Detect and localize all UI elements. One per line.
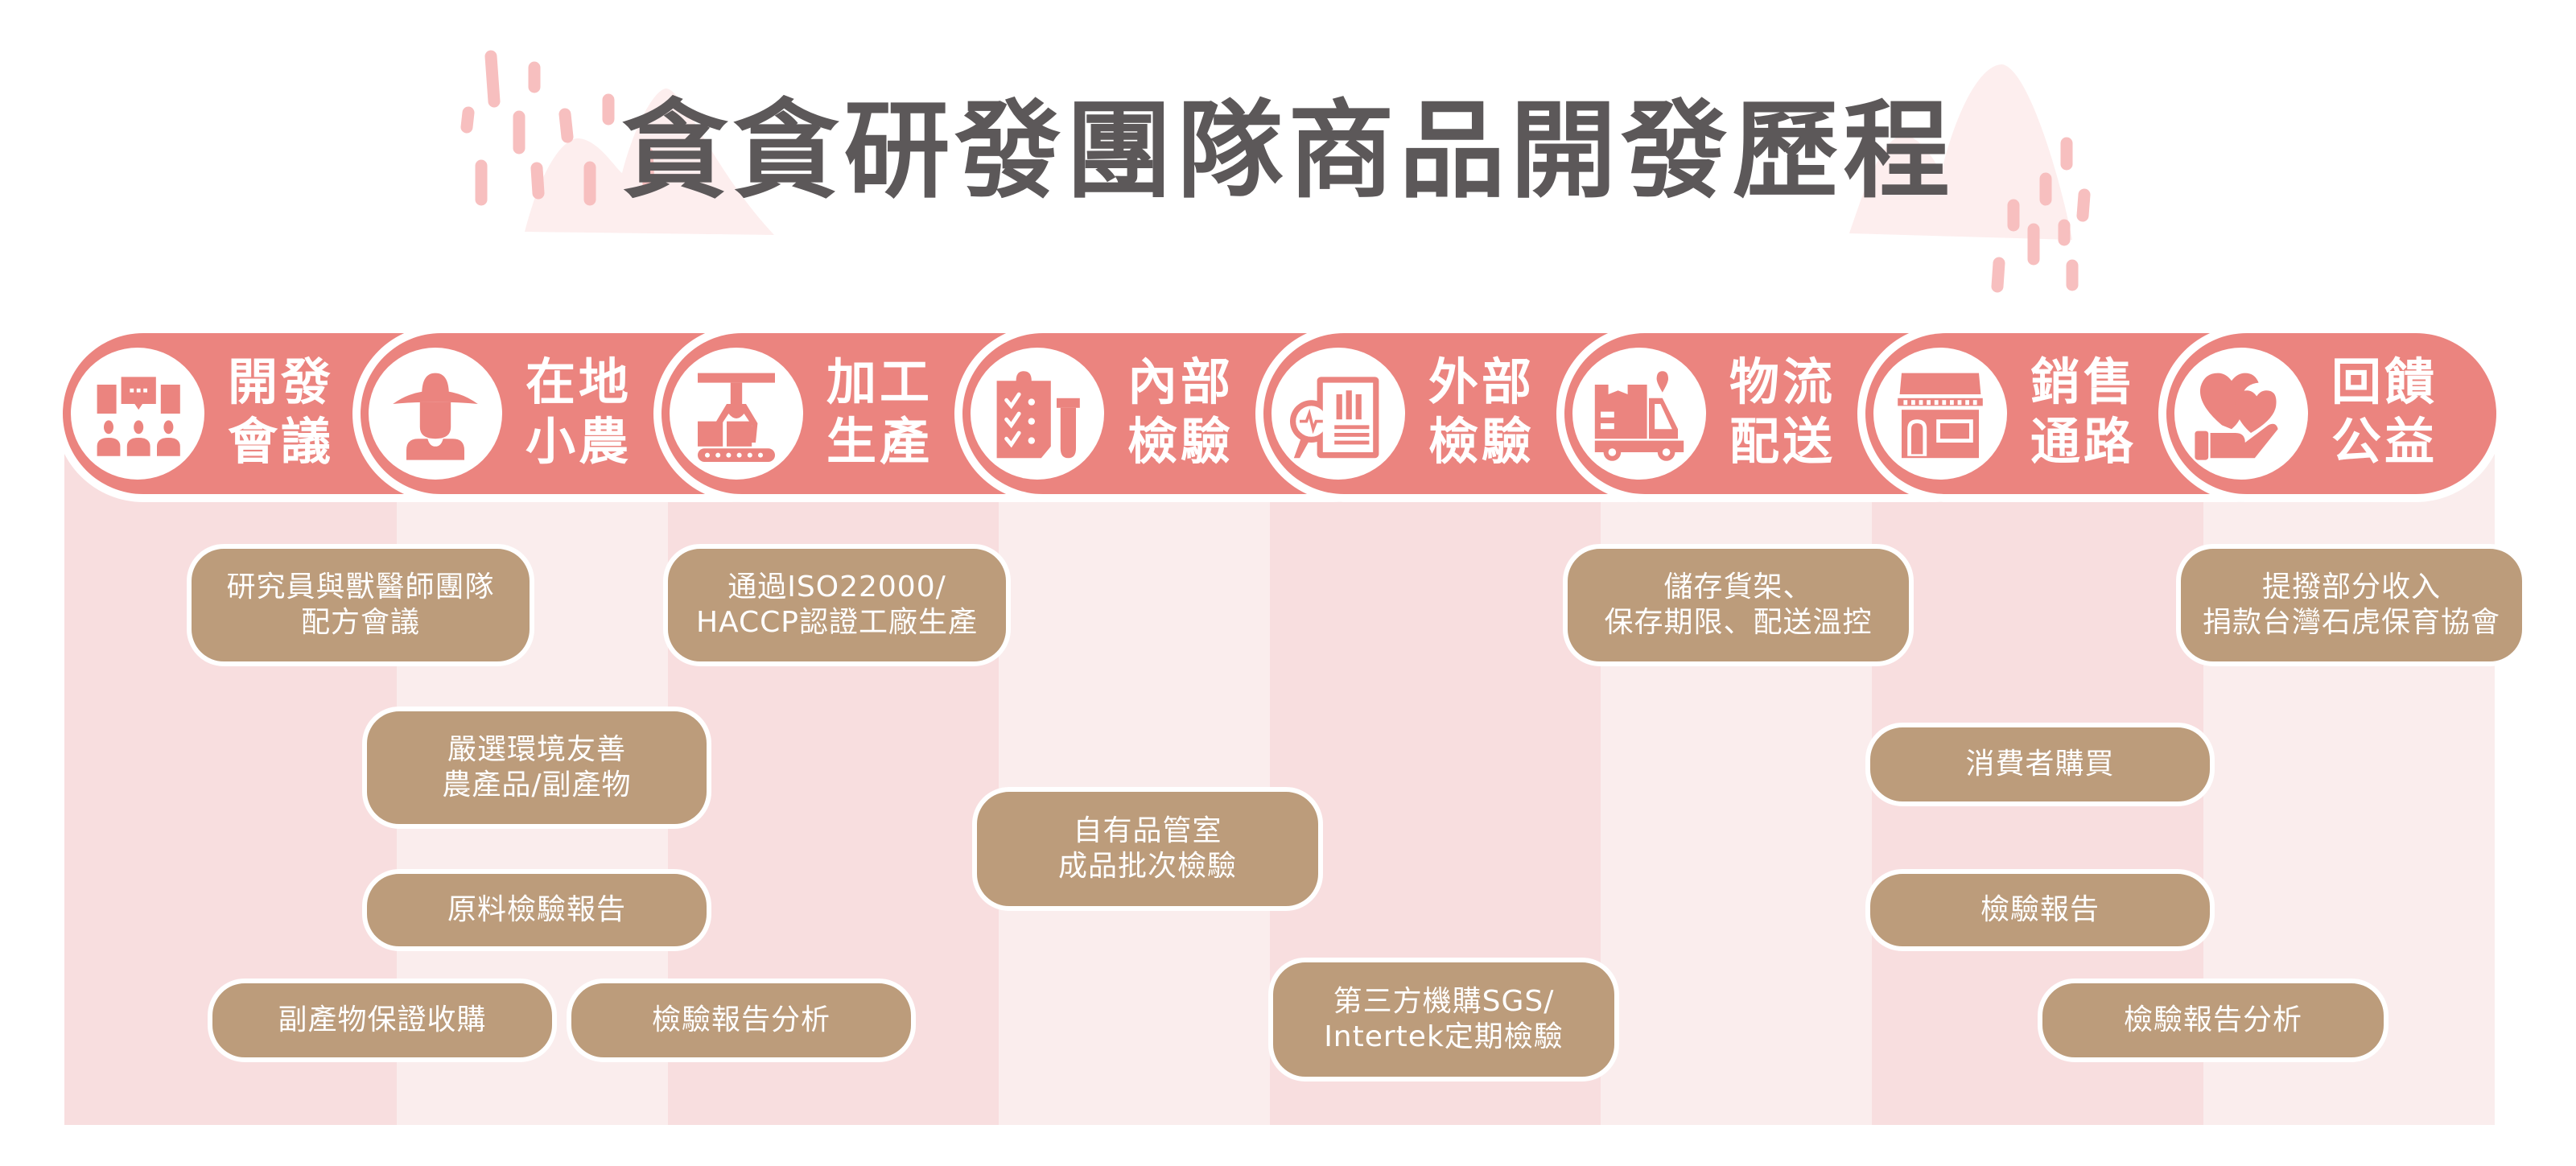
stage-7-icon-circle bbox=[1873, 348, 2007, 480]
stage-4-icon-circle bbox=[971, 348, 1104, 480]
step-box-storage-temp-control: 儲存貨架、 保存期限、配送溫控 bbox=[1563, 544, 1914, 666]
stage-2-icon-circle bbox=[369, 348, 502, 480]
mountain-shape-right bbox=[1849, 64, 2072, 240]
step-box-consumer-purchase: 消費者購買 bbox=[1865, 723, 2215, 806]
stage-3-label: 加工生產 bbox=[826, 352, 934, 471]
step-box-formula-meeting: 研究員與獸醫師團隊 配方會議 bbox=[187, 544, 534, 666]
step-box-inspection-report: 檢驗報告 bbox=[1865, 869, 2215, 951]
farmer-icon bbox=[393, 373, 478, 460]
stage-6-label: 物流配送 bbox=[1729, 352, 1836, 471]
step-box-report-analysis-2: 檢驗報告分析 bbox=[2038, 979, 2388, 1062]
stage-8-label: 回饋公益 bbox=[2331, 352, 2438, 471]
stage-5-icon-circle bbox=[1272, 348, 1405, 480]
stage-4-label: 內部檢驗 bbox=[1127, 352, 1234, 471]
storefront-icon bbox=[1898, 373, 1983, 459]
step-box-byproduct-purchase: 副產物保證收購 bbox=[208, 979, 557, 1062]
stage-6-icon-circle bbox=[1572, 348, 1706, 480]
clipboard-test-tube-icon bbox=[996, 371, 1080, 459]
stage-1-icon-circle bbox=[71, 348, 204, 480]
heart-hand-icon bbox=[2195, 373, 2278, 460]
step-box-iso-haccp: 通過ISO22000/ HACCP認證工廠生產 bbox=[663, 544, 1011, 666]
stage-1-label: 開發會議 bbox=[228, 352, 335, 471]
step-box-eco-farm-products: 嚴選環境友善 農產品/副產物 bbox=[362, 707, 711, 829]
stage-3-icon-circle bbox=[670, 348, 803, 480]
step-box-third-party-testing: 第三方機購SGS/ Intertek定期檢驗 bbox=[1268, 958, 1619, 1082]
step-box-batch-inspection: 自有品管室 成品批次檢驗 bbox=[972, 787, 1323, 911]
page-title: 貪貪研發團隊商品開發歷程 bbox=[621, 89, 1955, 213]
report-magnifier-icon bbox=[1290, 377, 1379, 459]
step-box-donation: 提撥部分收入 捐款台灣石虎保育協會 bbox=[2176, 544, 2527, 666]
meeting-icon bbox=[97, 377, 180, 456]
stage-8-icon-circle bbox=[2174, 348, 2308, 480]
stage-5-label: 外部檢驗 bbox=[1428, 352, 1535, 471]
stage-2-label: 在地小農 bbox=[526, 352, 633, 471]
factory-conveyor-icon bbox=[698, 373, 775, 462]
stage-7-label: 銷售通路 bbox=[2030, 352, 2137, 471]
step-box-report-analysis-1: 檢驗報告分析 bbox=[567, 979, 916, 1062]
title-decoration bbox=[460, 50, 2091, 293]
step-box-raw-material-report: 原料檢驗報告 bbox=[362, 869, 711, 951]
delivery-truck-icon bbox=[1594, 371, 1684, 461]
